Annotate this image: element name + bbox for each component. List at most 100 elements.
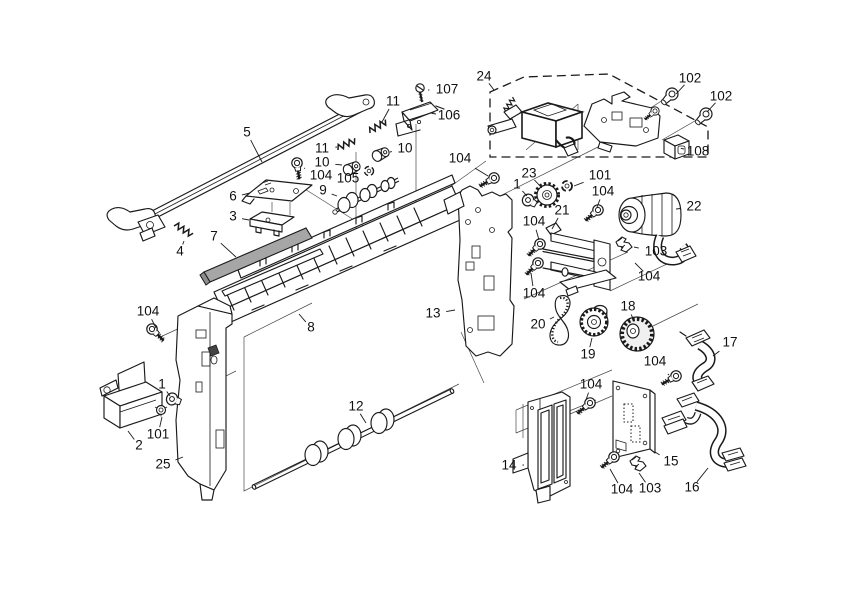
feed-roller-set-9 (332, 176, 400, 215)
callout-104-45: 104 (611, 482, 634, 497)
screw-107 (415, 83, 425, 103)
leader-line-18 (630, 314, 635, 322)
leader-line-17 (712, 350, 720, 357)
leader-line-22 (675, 208, 681, 210)
callout-1-38: 1 (158, 377, 166, 392)
callout-104-31: 104 (137, 304, 160, 319)
callout-24-14: 24 (476, 69, 492, 84)
gear-18 (619, 316, 655, 352)
leader-line-104 (303, 167, 306, 169)
callout-102-15: 102 (679, 71, 702, 86)
leader-line-11 (381, 108, 390, 123)
sensor-pcb-15 (612, 380, 656, 459)
clip-105 (363, 165, 375, 177)
callout-11-4: 11 (315, 141, 329, 156)
callout-102-16: 102 (710, 89, 733, 104)
grommet-102-a (657, 84, 682, 109)
leader-line-24 (488, 83, 495, 91)
leader-line-10 (335, 163, 343, 166)
callout-105-8: 105 (337, 171, 360, 186)
callout-107-1: 107 (436, 82, 459, 97)
leader-line-103 (633, 246, 639, 249)
callout-103-26: 103 (645, 244, 668, 259)
leader-line-104 (474, 167, 489, 177)
callout-104-18: 104 (449, 151, 472, 166)
leader-line-21 (551, 217, 559, 230)
callout-25-42: 25 (155, 457, 170, 472)
callout-2-41: 2 (135, 438, 143, 453)
leader-line-4 (182, 240, 185, 245)
callout-1-21: 1 (513, 177, 521, 192)
leader-line-104 (596, 199, 601, 208)
leader-line-102 (675, 84, 685, 95)
leader-line-103 (638, 472, 646, 483)
solenoid-detail-box-24 (487, 73, 709, 158)
leader-line-13 (446, 309, 456, 313)
callout-101-20: 101 (589, 168, 612, 183)
leader-line-102 (706, 102, 716, 113)
leader-line-101 (573, 181, 584, 187)
wire-harness-16 (661, 392, 747, 472)
callout-104-39: 104 (580, 377, 603, 392)
leader-line-5 (250, 139, 263, 163)
spring-4 (172, 221, 195, 239)
leader-line-6 (241, 192, 251, 196)
cable-clamp-103-upper (615, 236, 633, 253)
roller-12-c (370, 408, 395, 435)
callout-104-25: 104 (523, 214, 546, 229)
callout-103-46: 103 (639, 481, 662, 496)
feed-roller-shaft-12 (251, 388, 455, 490)
leader-line-16 (696, 467, 709, 483)
callout-5-0: 5 (243, 125, 251, 140)
screw-104-plate6 (289, 155, 306, 182)
bushing-1-right (519, 191, 540, 211)
roller-12-a (304, 440, 329, 467)
ribbon-cable-17 (679, 329, 716, 392)
callout-104-22: 104 (592, 184, 615, 199)
paper-guide-chassis-8 (213, 174, 461, 327)
screw-104-bracket14 (596, 448, 623, 473)
callout-14-43: 14 (501, 458, 517, 473)
leader-line-104 (667, 373, 670, 376)
leader-line-9 (331, 193, 338, 197)
leader-line-25 (175, 456, 184, 461)
callout-108-17: 108 (687, 144, 710, 159)
callout-16-47: 16 (684, 480, 699, 495)
callout-13-29: 13 (425, 306, 440, 321)
leader-line-106 (431, 112, 437, 115)
callout-4-13: 4 (176, 244, 184, 259)
callout-7-12: 7 (210, 229, 218, 244)
screw-104-plate13 (475, 169, 503, 192)
sensor-bracket-3 (249, 211, 295, 237)
screw-104-pcb-top (657, 367, 685, 390)
spring-11-a (335, 136, 358, 152)
solenoid-bracket-plate (583, 91, 661, 153)
callout-104-28: 104 (523, 286, 546, 301)
callout-15-44: 15 (663, 454, 678, 469)
screw-104-pcb (572, 394, 599, 419)
roller-10-b (370, 145, 392, 164)
separation-pad-bar-7 (199, 227, 324, 297)
spring-11-b (366, 117, 389, 135)
callout-104-27: 104 (638, 269, 661, 284)
callout-18-33: 18 (620, 299, 635, 314)
leader-line-15 (654, 451, 660, 456)
callout-22-24: 22 (686, 199, 701, 214)
leader-line-1 (522, 190, 528, 197)
e-ring-101-right (561, 180, 573, 192)
callout-8-30: 8 (307, 320, 315, 335)
stepper-motor-22 (618, 192, 697, 266)
solenoid-body (519, 102, 585, 149)
callout-11-2: 11 (386, 94, 400, 109)
callout-23-19: 23 (521, 166, 536, 181)
pulley-19 (579, 304, 609, 337)
left-frame-25 (175, 297, 233, 501)
pick-arm-shaft-5 (106, 94, 375, 242)
screw-104-21b (523, 235, 549, 261)
roller-12-b (337, 424, 362, 451)
leader-line-7 (220, 242, 237, 258)
screw-104-frame25 (143, 320, 169, 346)
callout-10-6: 10 (314, 155, 329, 170)
nut-101-left (154, 404, 168, 417)
